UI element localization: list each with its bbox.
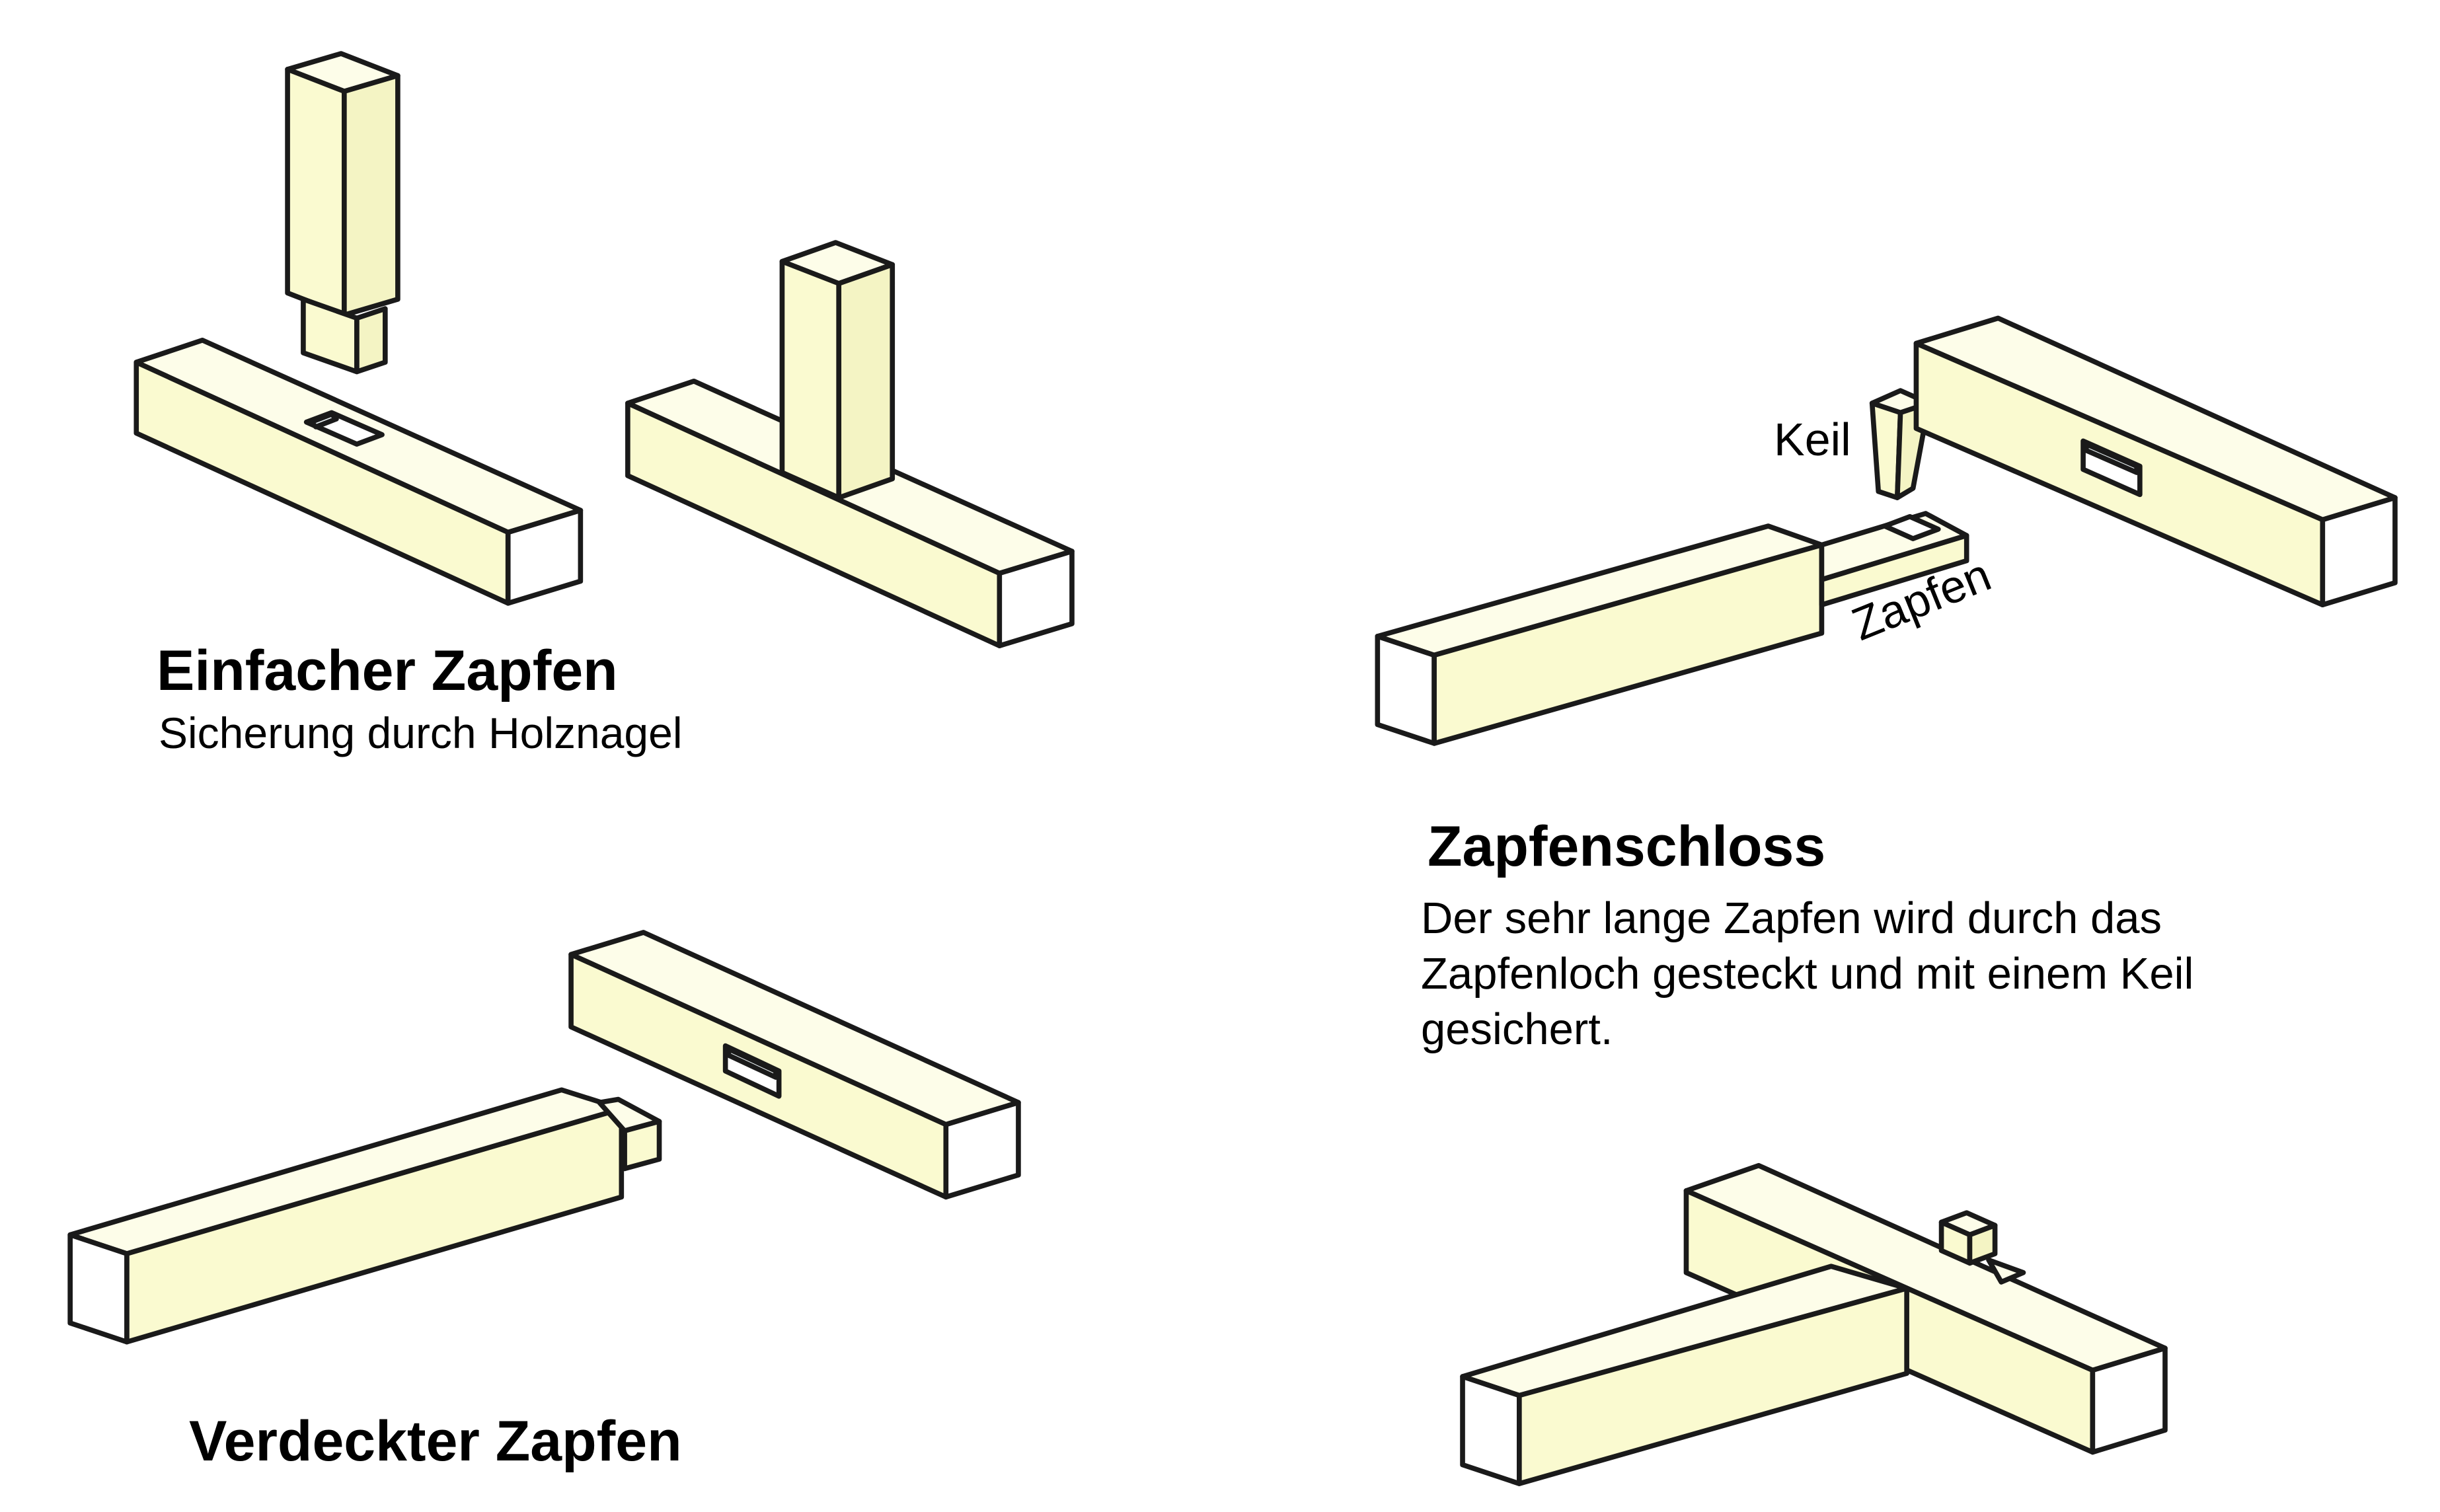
beam-with-long-tenon — [1375, 511, 1969, 746]
beam-with-mortise — [133, 337, 584, 606]
wedge-hole — [1882, 513, 1941, 541]
einfacher-zapfen-assembled — [625, 240, 1075, 648]
beam-with-blind-mortise — [568, 930, 1021, 1200]
beam-with-short-tenon — [67, 1087, 662, 1345]
title-zapfenschloss: Zapfenschloss — [1428, 815, 1826, 878]
post-with-tenon — [285, 51, 400, 375]
verdeckter-zapfen — [67, 930, 1021, 1345]
title-verdeckter-zapfen: Verdeckter Zapfen — [189, 1410, 682, 1473]
label-keil: Keil — [1774, 414, 1851, 465]
zapfenschloss-separated — [1375, 315, 2398, 746]
zapfenschloss-assembled — [1460, 1162, 2168, 1486]
title-einfacher-zapfen: Einfacher Zapfen — [157, 639, 618, 702]
description-zapfenschloss: Der sehr lange Zapfen wird durch das Zap… — [1421, 893, 2194, 1054]
beam-with-mortise-right — [1913, 315, 2398, 608]
einfacher-zapfen-separated — [133, 51, 584, 606]
subtitle-einfacher-zapfen: Sicherung durch Holznagel — [159, 708, 683, 757]
